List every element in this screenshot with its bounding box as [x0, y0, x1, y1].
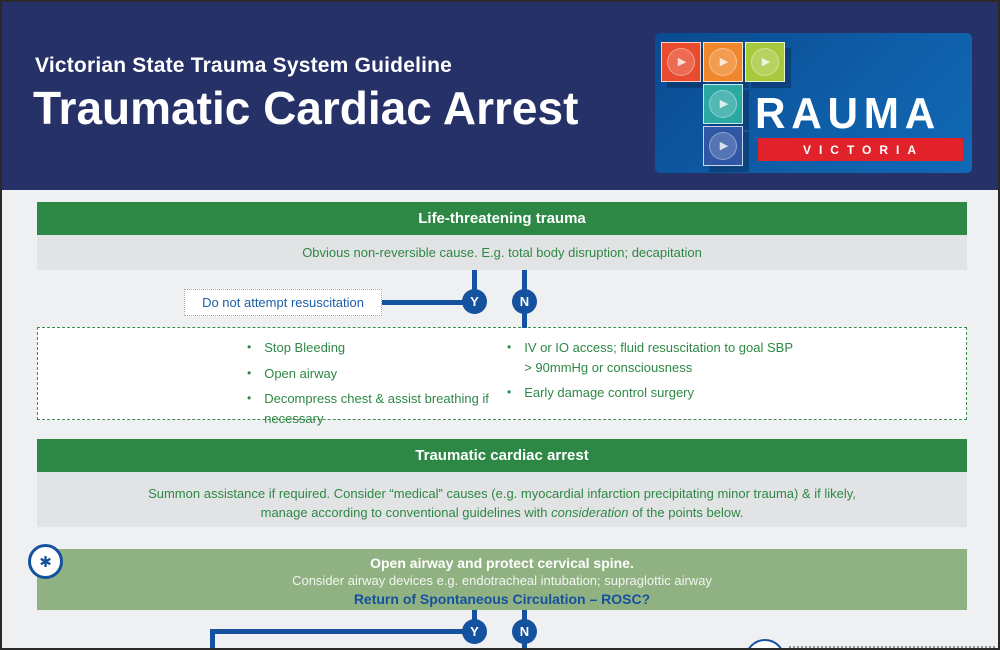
- guideline-eyebrow: Victorian State Trauma System Guideline: [35, 54, 453, 77]
- treatment-item: Open airway: [247, 364, 502, 384]
- play-icon: ▶: [719, 55, 729, 68]
- decision-no-node: N: [512, 619, 537, 644]
- decision-yes-node: Y: [462, 289, 487, 314]
- airway-instruction-secondary: Consider airway devices e.g. endotrachea…: [292, 573, 712, 588]
- logo-tile-lime: ▶: [745, 42, 785, 82]
- page-header: Victorian State Trauma System Guideline …: [2, 2, 998, 190]
- play-icon: ▶: [761, 55, 771, 68]
- connector-line: [210, 629, 475, 634]
- treatment-list-right: IV or IO access; fluid resuscitation to …: [507, 338, 797, 409]
- connector-line: [210, 629, 215, 648]
- decision-no-node: N: [512, 289, 537, 314]
- treatment-item: Stop Bleeding: [247, 338, 502, 358]
- circle-ring-icon: ▶: [709, 132, 737, 160]
- circle-ring-icon: ▶: [709, 90, 737, 118]
- decision-yes-node: Y: [462, 619, 487, 644]
- play-icon: ▶: [677, 55, 687, 68]
- logo-tile-orange: ▶: [703, 42, 743, 82]
- question-text: Obvious non-reversible cause. E.g. total…: [302, 245, 702, 260]
- play-icon: ▶: [719, 97, 729, 110]
- dotted-connector-line: [789, 646, 995, 648]
- circle-ring-icon: ▶: [751, 48, 779, 76]
- section-title: Life-threatening trauma: [418, 210, 586, 227]
- connector-line: [380, 300, 475, 305]
- logo-victoria-bar: VICTORIA: [758, 138, 963, 161]
- circle-ring-icon: ▶: [667, 48, 695, 76]
- asterisk-badge: ✱: [28, 544, 63, 579]
- rosc-question: Return of Spontaneous Circulation – ROSC…: [353, 591, 651, 607]
- circle-ring-icon: ▶: [709, 48, 737, 76]
- treatment-list-left: Stop BleedingOpen airwayDecompress chest…: [247, 338, 502, 434]
- play-icon: ▶: [719, 139, 729, 152]
- section-title: Traumatic cardiac arrest: [415, 447, 589, 464]
- treatment-item: Early damage control surgery: [507, 383, 797, 403]
- do-not-resuscitate-box: Do not attempt resuscitation: [184, 289, 382, 316]
- treatment-actions-box: [37, 327, 967, 420]
- logo-tile-red: ▶: [661, 42, 701, 82]
- question-band-non-reversible-cause: Obvious non-reversible cause. E.g. total…: [37, 235, 967, 270]
- logo-wordmark: RAUMA: [755, 89, 942, 138]
- summon-assistance-band: Summon assistance if required. Consider …: [37, 472, 967, 527]
- logo-tile-blue: ▶: [703, 126, 743, 166]
- airway-step-box: Open airway and protect cervical spine. …: [37, 549, 967, 610]
- dnr-label: Do not attempt resuscitation: [202, 295, 364, 310]
- page-title: Traumatic Cardiac Arrest: [33, 82, 579, 134]
- summon-assistance-note: Summon assistance if required. Consider …: [148, 486, 856, 520]
- treatment-item: IV or IO access; fluid resuscitation to …: [507, 338, 797, 377]
- treatment-item: Decompress chest & assist breathing if n…: [247, 389, 502, 428]
- logo-tile-teal: ▶: [703, 84, 743, 124]
- trauma-victoria-logo: ▶ ▶ ▶ ▶ ▶ RAUMA VICTORIA: [655, 33, 972, 173]
- section-header-traumatic-cardiac-arrest: Traumatic cardiac arrest: [37, 439, 967, 472]
- connector-line: [472, 270, 477, 305]
- asterisk-icon: ✱: [39, 553, 52, 571]
- consideration-italic: consideration: [551, 504, 629, 520]
- section-header-life-threatening-trauma: Life-threatening trauma: [37, 202, 967, 235]
- clipped-flow-node: [745, 639, 785, 648]
- airway-instruction-primary: Open airway and protect cervical spine.: [370, 555, 634, 571]
